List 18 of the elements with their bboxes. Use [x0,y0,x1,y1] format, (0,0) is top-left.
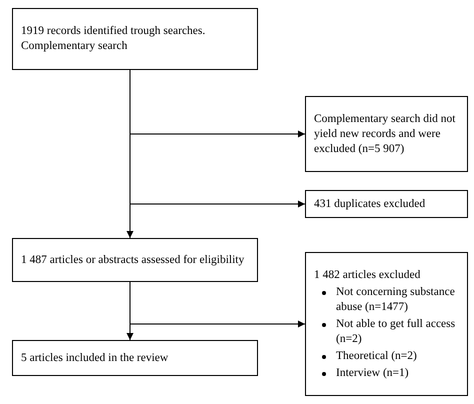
exclusion-reason: Theoretical (n=2) [336,348,417,364]
arrow [130,282,306,328]
arrow [130,70,306,208]
process-box [305,252,468,396]
box-text: 1919 records identified trough searches. Complementary search [21,24,206,54]
exclusion-reason: Not concerning substance abuse (n=1477) [336,284,456,314]
box-text: Complementary search did not yield new records and were excluded (n=5 907) [314,112,456,156]
process-box [305,96,468,172]
exclusion-reason: Interview (n=1) [336,366,409,380]
box-heading: 1 482 articles excluded [314,268,422,282]
box-text: 5 articles included in the review [21,350,170,366]
box-text: 1 487 articles or abstracts assessed for eligibility [21,252,246,268]
box-text: 431 duplicates excluded [314,196,426,212]
exclusion-reason: Not able to get full access (n=2) [336,316,456,346]
process-box [12,8,258,70]
process-box [12,340,258,376]
process-box [12,238,258,282]
process-box [305,190,468,218]
